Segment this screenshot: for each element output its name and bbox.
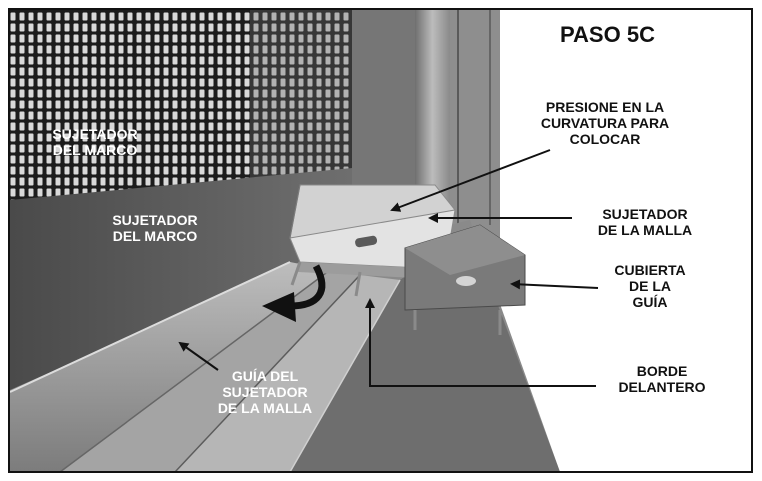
guide-rail-side [175, 275, 400, 472]
clip-leg-b [290, 261, 302, 286]
guide-cover-top [405, 225, 525, 275]
guide-rail-channel [60, 270, 360, 472]
rail-edge [289, 279, 401, 473]
leader-guide-cover [510, 279, 599, 290]
curved-arrow-head [262, 292, 296, 322]
label-guide-cover: CUBIERTA DE LA GUÍA [614, 262, 686, 310]
guide-cover-hole [456, 276, 476, 286]
leader-rail-guide [178, 341, 219, 371]
label-frame-clip-top: SUJETADOR DEL MARCO [52, 126, 138, 158]
curved-arrow-icon [289, 264, 326, 310]
screen-clip-slot [355, 235, 378, 248]
mesh-fade [250, 10, 352, 178]
screen-mesh [10, 10, 352, 200]
white-panel [500, 10, 750, 472]
label-press-curve: PRESIONE EN LA CURVATURA PARA COLOCAR [540, 99, 670, 147]
guide-rail-front [10, 262, 330, 472]
label-frame-clip-mid: SUJETADOR DEL MARCO [112, 212, 198, 244]
clip-leg [354, 271, 362, 297]
rail-highlight [9, 261, 291, 393]
label-front-edge: BORDE DELANTERO [618, 363, 706, 395]
clip-edge [289, 184, 301, 239]
label-screen-clip: SUJETADOR DE LA MALLA [597, 206, 693, 238]
screen-clip-lip [298, 262, 420, 278]
rail-groove-b [174, 274, 361, 473]
step-title: PASO 5C [560, 22, 655, 47]
leader-front-edge [365, 298, 596, 387]
leader-press-curve [390, 149, 551, 212]
label-screen-clip-guide: GUÍA DEL SUJETADOR DE LA MALLA [217, 368, 313, 416]
diagram-border [8, 8, 753, 473]
